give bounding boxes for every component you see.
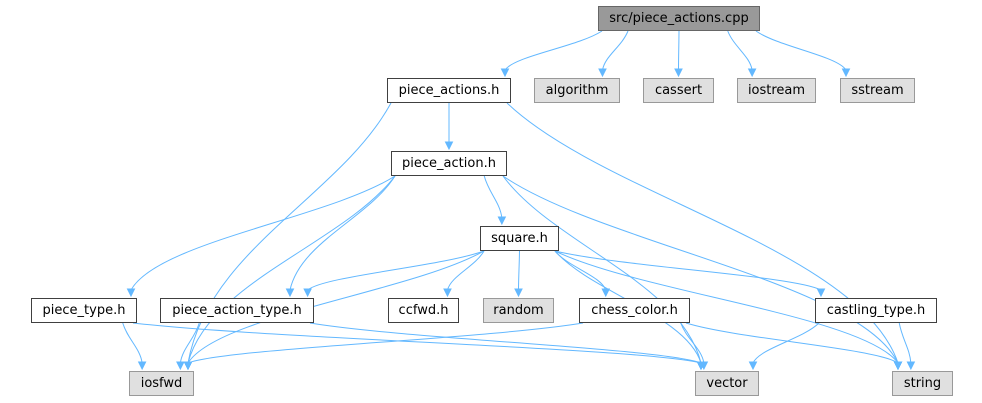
node-random: random	[483, 298, 554, 323]
arrowhead-sstream	[841, 68, 851, 78]
edge-chess_color_h-to-string	[685, 322, 899, 364]
node-iosfwd: iosfwd	[129, 371, 194, 396]
edge-piece_action_h-to-piece_type_h	[130, 175, 396, 291]
edge-piece_action_h-to-iosfwd	[187, 175, 396, 364]
arrowhead-iosfwd	[183, 361, 193, 371]
arrowhead-string	[906, 361, 916, 371]
arrowhead-vector	[748, 361, 758, 371]
edge-root-to-algorithm	[602, 30, 629, 71]
node-piece-actions-h[interactable]: piece_actions.h	[387, 78, 511, 103]
edge-piece_actions_h-to-string	[506, 102, 899, 364]
edge-square_h-to-piece_action_type_h	[307, 250, 485, 291]
edge-piece_action_type_h-to-vector	[309, 322, 702, 364]
edge-square_h-to-ccfwd_h	[447, 250, 485, 291]
edge-piece_actions_h-to-iosfwd	[187, 102, 392, 364]
node-iostream: iostream	[737, 78, 816, 103]
arrowhead-vector	[699, 361, 709, 371]
arrowhead-ccfwd_h	[443, 288, 452, 298]
edge-chess_color_h-to-iosfwd	[187, 322, 584, 364]
node-sstream: sstream	[840, 78, 915, 103]
edge-square_h-to-random	[518, 250, 520, 291]
edge-square_h-to-castling_type_h	[554, 250, 822, 291]
arrowhead-piece_type_h	[126, 288, 136, 298]
node-square-h[interactable]: square.h	[480, 226, 559, 251]
edge-piece_action_h-to-string	[502, 175, 899, 364]
edge-square_h-to-iosfwd	[187, 250, 485, 364]
edge-root-to-sstream	[755, 30, 847, 71]
arrowhead-chess_color_h	[601, 288, 611, 298]
node-piece-action-h[interactable]: piece_action.h	[391, 151, 507, 176]
node-ccfwd-h[interactable]: ccfwd.h	[388, 298, 459, 323]
arrowhead-piece_action_type_h	[285, 288, 295, 298]
edge-root-to-iostream	[727, 30, 753, 71]
node-string: string	[892, 371, 953, 396]
edge-castling_type_h-to-vector	[752, 322, 820, 364]
arrowhead-piece_action_h	[444, 141, 454, 151]
node-algorithm: algorithm	[534, 78, 620, 103]
edge-square_h-to-chess_color_h	[554, 250, 607, 291]
arrowhead-piece_actions_h	[500, 68, 510, 78]
edge-root-to-piece_actions_h	[504, 30, 603, 71]
arrowhead-castling_type_h	[816, 288, 826, 298]
edge-castling_type_h-to-string	[898, 322, 912, 364]
arrowhead-string	[893, 361, 903, 371]
edge-square_h-to-string	[554, 250, 899, 364]
node-castling-type-h[interactable]: castling_type.h	[815, 298, 937, 323]
arrowhead-iostream	[747, 68, 757, 78]
arrowhead-piece_action_type_h	[303, 288, 312, 298]
edge-piece_action_h-to-vector	[502, 175, 702, 364]
arrowhead-iosfwd	[137, 361, 147, 371]
node-piece-action-type-h[interactable]: piece_action_type.h	[160, 298, 314, 323]
arrowhead-algorithm	[598, 68, 607, 78]
edge-root-to-cassert	[678, 30, 680, 71]
node-vector: vector	[695, 371, 759, 396]
edge-piece_type_h-to-vector	[132, 322, 702, 364]
node-chess-color-h[interactable]: chess_color.h	[579, 298, 690, 323]
edge-chess_color_h-to-vector	[680, 322, 705, 364]
arrowhead-cassert	[674, 68, 683, 78]
arrowhead-random	[514, 288, 523, 298]
edge-piece_type_h-to-iosfwd	[122, 322, 143, 364]
node-piece-actions-cpp: src/piece_actions.cpp	[598, 6, 760, 31]
arrowhead-square_h	[497, 216, 507, 226]
edge-piece_action_h-to-piece_action_type_h	[289, 175, 396, 291]
node-cassert: cassert	[643, 78, 714, 103]
node-piece-type-h[interactable]: piece_type.h	[31, 298, 137, 323]
edge-piece_action_h-to-square_h	[483, 175, 503, 219]
arrowhead-iosfwd	[176, 361, 185, 371]
edge-piece_action_type_h-to-iosfwd	[179, 322, 200, 364]
